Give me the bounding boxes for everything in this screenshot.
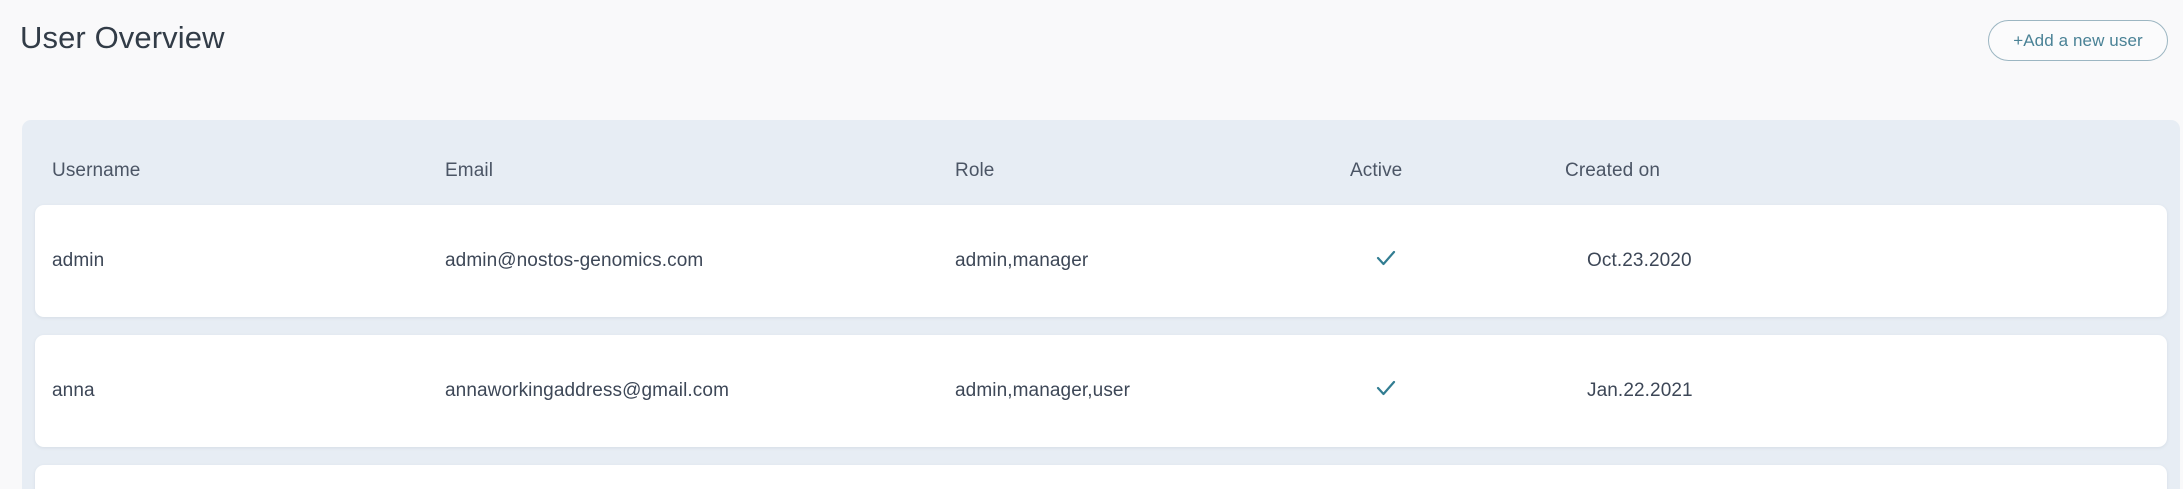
add-user-button[interactable]: +Add a new user xyxy=(1988,20,2168,61)
cell-email: annaworkingaddress@gmail.com xyxy=(445,380,729,401)
check-icon xyxy=(1375,377,1397,399)
cell-username: anna xyxy=(52,380,95,401)
cell-created-on: Oct.23.2020 xyxy=(1587,250,1692,271)
table-row[interactable] xyxy=(35,465,2167,489)
page-title: User Overview xyxy=(20,20,225,55)
table-rows: admin admin@nostos-genomics.com admin,ma… xyxy=(22,205,2180,489)
column-header-created-on: Created on xyxy=(1565,160,1661,181)
column-header-username: Username xyxy=(52,160,141,181)
page-header: User Overview +Add a new user xyxy=(0,0,2183,120)
table-row[interactable]: anna annaworkingaddress@gmail.com admin,… xyxy=(35,335,2167,447)
cell-active xyxy=(1375,377,1397,405)
cell-active xyxy=(1375,247,1397,275)
cell-email: admin@nostos-genomics.com xyxy=(445,250,704,271)
column-header-role: Role xyxy=(955,160,995,181)
cell-created-on: Jan.22.2021 xyxy=(1587,380,1693,401)
check-icon xyxy=(1375,247,1397,269)
table-row[interactable]: admin admin@nostos-genomics.com admin,ma… xyxy=(35,205,2167,317)
table-header-row: Username Email Role Active Created on xyxy=(22,120,2180,205)
cell-role: admin,manager xyxy=(955,250,1089,271)
cell-username: admin xyxy=(52,250,105,271)
column-header-active: Active xyxy=(1350,160,1403,181)
column-header-email: Email xyxy=(445,160,494,181)
cell-role: admin,manager,user xyxy=(955,380,1131,401)
user-table-panel: Username Email Role Active Created on ad… xyxy=(22,120,2180,489)
